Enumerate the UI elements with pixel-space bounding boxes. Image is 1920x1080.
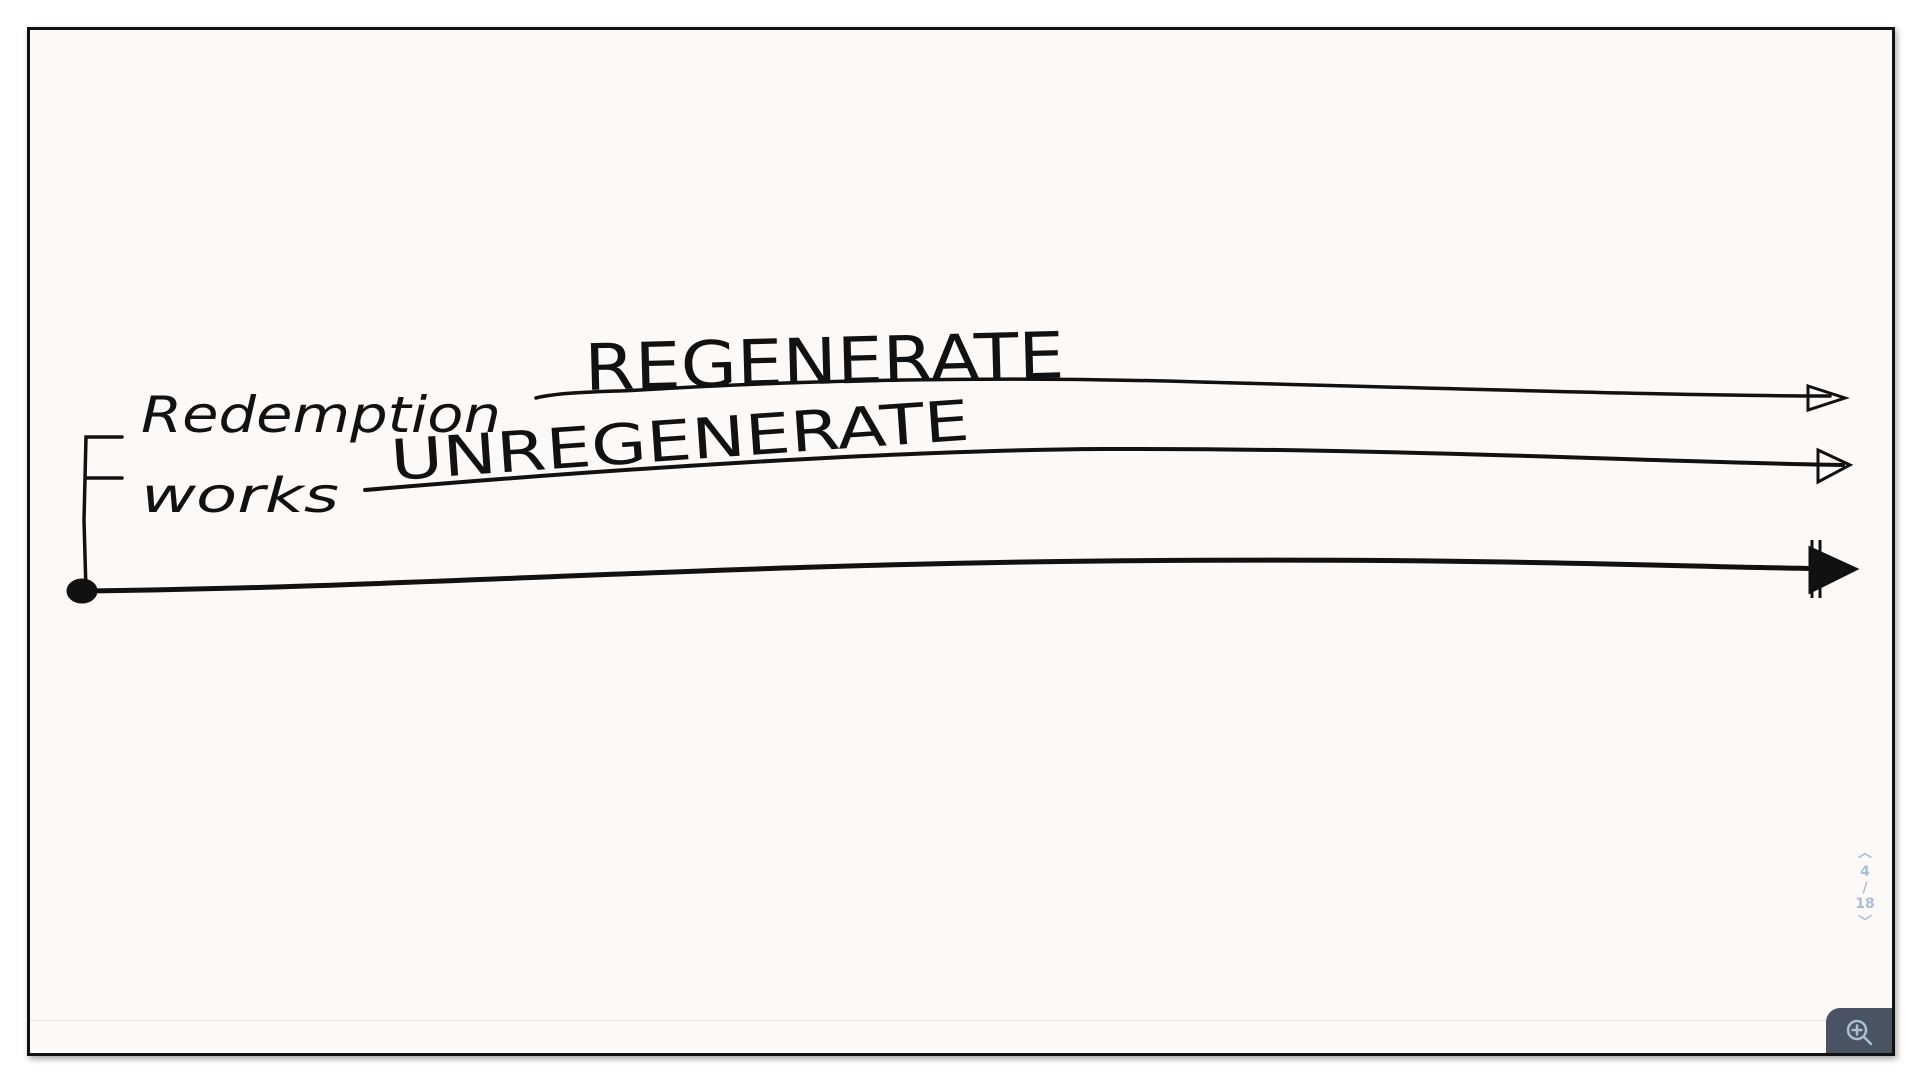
works-line (77, 557, 1852, 594)
page-indicator: ︿ 4 / 18 ﹀ (1840, 842, 1890, 934)
bracket (82, 435, 124, 593)
chevron-down-icon[interactable]: ﹀ (1858, 915, 1872, 931)
zoom-in-icon (1846, 1019, 1873, 1046)
chevron-up-icon[interactable]: ︿ (1858, 845, 1872, 861)
arrowhead-1 (1806, 383, 1850, 413)
slide-viewer: Redemption works REGENERATE UNREGENERATE… (27, 27, 1895, 1056)
arrowhead-3 (1808, 540, 1860, 598)
unregenerate-line (363, 446, 1845, 492)
regenerate-line (534, 377, 1832, 400)
handwritten-diagram: Redemption works REGENERATE UNREGENERATE (66, 319, 1860, 604)
start-dot (66, 578, 98, 604)
label-works: works (141, 468, 339, 524)
zoom-in-button[interactable] (1826, 1008, 1892, 1053)
current-page: 4 (1860, 864, 1870, 880)
label-regenerate: REGENERATE (583, 319, 1065, 406)
divider (30, 1020, 1830, 1021)
arrowhead-2 (1816, 447, 1854, 485)
label-redemption: Redemption (141, 386, 501, 444)
page-separator: / (1862, 880, 1868, 896)
total-pages: 18 (1855, 896, 1875, 912)
